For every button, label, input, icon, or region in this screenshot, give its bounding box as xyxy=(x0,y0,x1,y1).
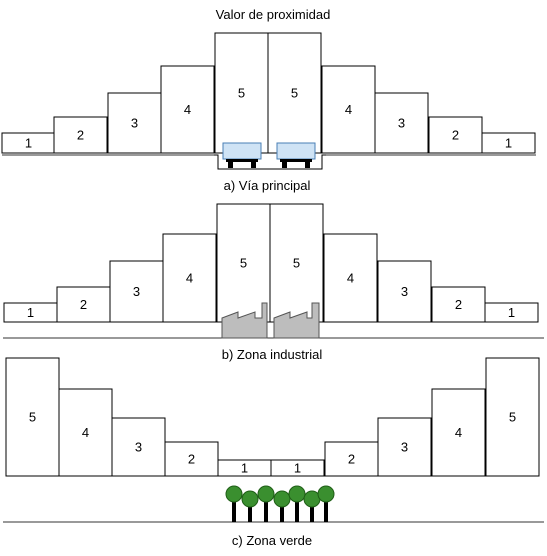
proximity-bar-label: 3 xyxy=(133,284,140,299)
proximity-bar xyxy=(5,357,60,477)
proximity-bar-label: 2 xyxy=(188,451,195,466)
proximity-bar xyxy=(484,302,539,323)
proximity-bar xyxy=(321,65,376,154)
proximity-bar-label: 2 xyxy=(80,297,87,312)
panel-main-road-bars: 1 2 3 4 5 5 4 3 2 1 xyxy=(1,32,536,154)
proximity-bar xyxy=(431,388,486,477)
proximity-bar-label: 1 xyxy=(27,305,34,320)
proximity-bar-label: 2 xyxy=(348,451,355,466)
proximity-bar-label: 3 xyxy=(401,439,408,454)
proximity-bar-label: 1 xyxy=(294,460,301,475)
proximity-bar-label: 3 xyxy=(135,439,142,454)
trees-icon xyxy=(225,485,335,522)
proximity-bar-label: 2 xyxy=(77,127,84,142)
proximity-bar-label: 2 xyxy=(455,297,462,312)
proximity-bar-label: 4 xyxy=(345,102,352,117)
proximity-bar-label: 4 xyxy=(455,425,462,440)
panel-caption: a) Vía principal xyxy=(224,178,311,193)
proximity-bar xyxy=(374,92,429,154)
panel-main-road: 1 2 3 4 5 5 4 3 2 1 a) Vía principal xyxy=(1,32,536,193)
proximity-bar xyxy=(164,441,219,477)
proximity-bar-label: 4 xyxy=(184,102,191,117)
panel-industrial-zone: 1 2 3 4 5 5 4 3 2 1 b) Zona industrial xyxy=(3,203,544,362)
proximity-bar-label: 2 xyxy=(452,127,459,142)
proximity-bar xyxy=(485,357,540,477)
proximity-bar xyxy=(269,203,324,323)
factory-icon xyxy=(221,302,320,339)
proximity-bar xyxy=(481,132,536,154)
proximity-bar xyxy=(160,65,215,154)
panel-green-zone-bars: 5 4 3 2 1 1 2 3 4 5 xyxy=(5,357,540,477)
panel-caption: b) Zona industrial xyxy=(222,347,323,362)
proximity-bar xyxy=(107,92,162,154)
proximity-bar-label: 1 xyxy=(505,135,512,150)
proximity-bar-label: 5 xyxy=(293,255,300,270)
proximity-bar xyxy=(431,286,486,323)
proximity-bar xyxy=(216,203,271,323)
proximity-bar-label: 4 xyxy=(186,270,193,285)
proximity-bar-label: 1 xyxy=(241,460,248,475)
road-with-cars-icon xyxy=(214,142,326,170)
panel-caption: c) Zona verde xyxy=(232,533,312,548)
proximity-bar xyxy=(377,417,432,477)
proximity-bar-label: 1 xyxy=(508,305,515,320)
proximity-bar xyxy=(324,441,379,477)
proximity-bar-label: 5 xyxy=(240,255,247,270)
proximity-bar-label: 3 xyxy=(398,115,405,130)
proximity-bar xyxy=(270,459,325,477)
proximity-bar-label: 4 xyxy=(82,425,89,440)
proximity-bar-label: 5 xyxy=(509,409,516,424)
proximity-bar-label: 3 xyxy=(401,284,408,299)
panel-industrial-zone-bars: 1 2 3 4 5 5 4 3 2 1 xyxy=(3,203,539,323)
proximity-bar-label: 3 xyxy=(131,115,138,130)
panel-green-zone: 5 4 3 2 1 1 2 3 4 5 c) Zona verde xyxy=(3,357,544,548)
diagram-title: Valor de proximidad xyxy=(216,7,331,22)
proximity-bar xyxy=(162,233,217,323)
proximity-bar xyxy=(323,233,378,323)
proximity-bar xyxy=(53,116,108,154)
proximity-bar-label: 1 xyxy=(25,135,32,150)
proximity-bar xyxy=(58,388,113,477)
proximity-bar xyxy=(377,260,432,323)
proximity-bar-label: 5 xyxy=(29,409,36,424)
proximity-bar xyxy=(109,260,164,323)
proximity-bar xyxy=(428,116,483,154)
proximity-bar-label: 5 xyxy=(238,85,245,100)
proximity-bar-label: 4 xyxy=(347,270,354,285)
proximity-bar-label: 5 xyxy=(291,85,298,100)
